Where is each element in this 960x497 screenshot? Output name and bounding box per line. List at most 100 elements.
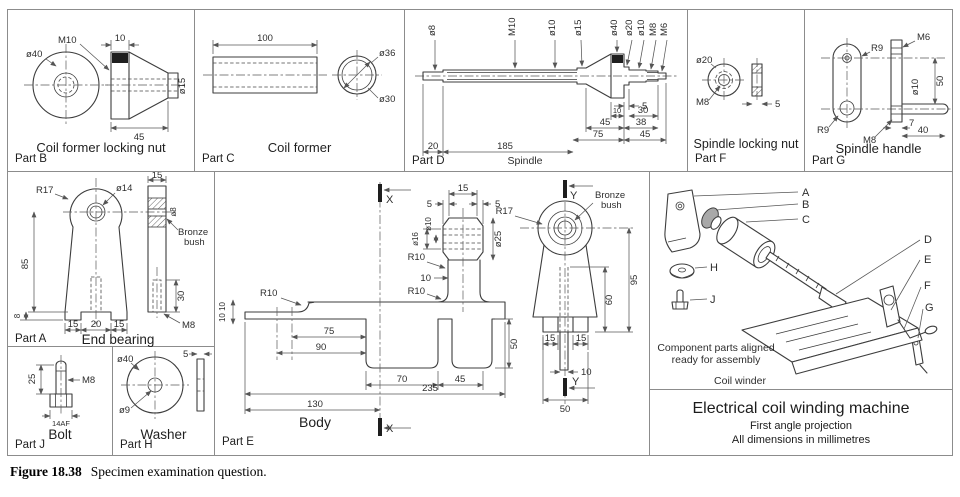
dim-45a: 45 [600, 117, 611, 128]
dim-5a: 5 [427, 199, 432, 210]
dim-45: 45 [455, 374, 466, 385]
title-block: Electrical coil winding machine First an… [650, 390, 952, 455]
dim-r9a: R9 [871, 43, 883, 54]
assembly-note-2: ready for assembly [672, 354, 761, 366]
part-a-label: Part A [15, 333, 47, 345]
dim-5: 5 [775, 99, 780, 110]
part-f-side-view [751, 58, 763, 102]
part-j-drawing: 25 M8 14AF [27, 355, 95, 428]
part-c-dimensions: 100 ø36 ø30 [212, 33, 395, 105]
dim-d20: ø20 [696, 55, 712, 66]
panel-part-h: ø40 ø9 5 Washer Part H [113, 347, 215, 455]
part-j-view [49, 355, 73, 415]
section-x-bottom: X [386, 423, 394, 435]
assembly-drawing: A B C D E F G H J Component parts aligne… [657, 187, 938, 387]
dim-5: 5 [642, 101, 647, 112]
part-c-title: Coil former [267, 140, 332, 155]
dim-d14: ø14 [116, 183, 132, 194]
dim-75: 75 [324, 326, 335, 337]
part-c-side-view [203, 56, 327, 94]
dim-7: 7 [909, 118, 914, 129]
dim-40: 40 [918, 125, 929, 136]
dim-d15: ø15 [573, 20, 584, 36]
dim-r17: R17 [36, 185, 53, 196]
bush-label-2: bush [601, 200, 622, 211]
assembly-coil-former-c [716, 216, 776, 269]
dim-15a: 15 [545, 333, 556, 344]
dim-d8: ø8 [427, 25, 438, 36]
dim-1010: 10 10 [218, 301, 227, 322]
projection-note: First angle projection [749, 419, 853, 432]
dim-50: 50 [935, 76, 946, 87]
dim-d10a: ø10 [547, 20, 558, 36]
dim-r9b: R9 [817, 125, 829, 136]
dim-m8: M8 [648, 23, 659, 36]
part-d-drawing: ø8 M10 ø10 ø15 ø40 ø20 ø10 M8 M6 [415, 18, 677, 167]
bush-label-2: bush [184, 237, 205, 248]
part-c-end-view [332, 50, 382, 100]
dim-15a: 15 [68, 319, 79, 330]
part-g-label: Part G [812, 155, 846, 167]
body-bracket-view [520, 200, 635, 404]
dim-15: 15 [458, 183, 469, 194]
dim-20: 20 [428, 141, 439, 152]
spindle-name: Spindle [507, 155, 542, 167]
dim-25: 25 [27, 374, 38, 385]
label-f: F [924, 280, 931, 292]
dim-90: 90 [316, 342, 327, 353]
part-g-dimensions: R9 R9 M6 M8 ø10 50 7 40 [817, 32, 946, 146]
dim-d8: ø8 [169, 207, 178, 217]
part-j-title: Bolt [48, 427, 72, 442]
assembly-notes: Component parts aligned ready for assemb… [657, 342, 774, 387]
part-e-drawing: X X 15 5 5 ø16 ø10 [218, 180, 640, 436]
part-b-drawing: ø40 M10 10 45 ø15 [24, 33, 188, 143]
assembly-caption: Coil winder [714, 375, 766, 387]
label-d: D [924, 234, 932, 246]
section-y-bottom: Y [572, 376, 580, 388]
dim-8: 8 [13, 313, 22, 318]
dim-38: 38 [636, 117, 647, 128]
part-b-label: Part B [15, 153, 47, 165]
label-j: J [710, 294, 716, 306]
body-bracket-dimensions: R17 Bronze bush 60 95 15 15 10 [496, 190, 640, 415]
body-boss-dimensions: 15 5 5 ø16 ø10 ø25 R10 10 R10 [218, 183, 504, 325]
dim-70: 70 [397, 374, 408, 385]
dim-60: 60 [604, 295, 615, 306]
part-b-front-view [24, 44, 108, 126]
part-c-label: Part C [202, 153, 235, 165]
dim-10b: 10 [581, 367, 592, 378]
part-d-callouts: ø8 M10 ø10 ø15 ø40 ø20 ø10 M8 M6 [427, 18, 670, 72]
part-d-profile [415, 53, 677, 99]
panel-part-d: ø8 M10 ø10 ø15 ø40 ø20 ø10 M8 M6 [405, 10, 688, 172]
panel-part-c: 100 ø36 ø30 Coil former Part C [195, 10, 405, 172]
dim-d40: ø40 [26, 49, 42, 60]
part-g-title: Spindle handle [835, 141, 922, 156]
drawing-title: Electrical coil winding machine [692, 399, 910, 417]
dim-d20: ø20 [624, 20, 635, 36]
part-j-dimensions: 25 M8 14AF [27, 364, 95, 428]
part-a-drawing: R17 ø14 85 8 15 20 15 15 [13, 172, 208, 334]
dim-d40: ø40 [609, 20, 620, 36]
dim-m8: M8 [82, 375, 95, 386]
part-b-title: Coil former locking nut [36, 140, 166, 155]
assembly-washer-h [669, 263, 695, 279]
assembly-bracket-a [664, 189, 701, 253]
dim-14af: 14AF [52, 419, 70, 428]
figure-caption-text: Specimen examination question. [90, 464, 267, 479]
dim-d10: ø10 [910, 79, 921, 95]
assembly-locking-nut-b [701, 207, 722, 230]
panel-assembly: A B C D E F G H J Component parts aligne… [650, 172, 952, 390]
part-h-title: Washer [140, 427, 187, 442]
dim-50r: 50 [509, 339, 520, 350]
dim-15b: 15 [114, 319, 125, 330]
part-f-drawing: ø20 M8 5 [696, 55, 780, 110]
dim-100: 100 [257, 33, 273, 44]
panel-part-b: ø40 M10 10 45 ø15 Coil former locking nu… [8, 10, 195, 172]
units-note: All dimensions in millimetres [731, 433, 871, 446]
dim-d10b: ø10 [636, 20, 647, 36]
dim-235: 235 [422, 383, 438, 394]
dim-5b: 5 [495, 199, 500, 210]
dim-d15: ø15 [177, 78, 188, 94]
dim-r10a: R10 [260, 288, 277, 299]
